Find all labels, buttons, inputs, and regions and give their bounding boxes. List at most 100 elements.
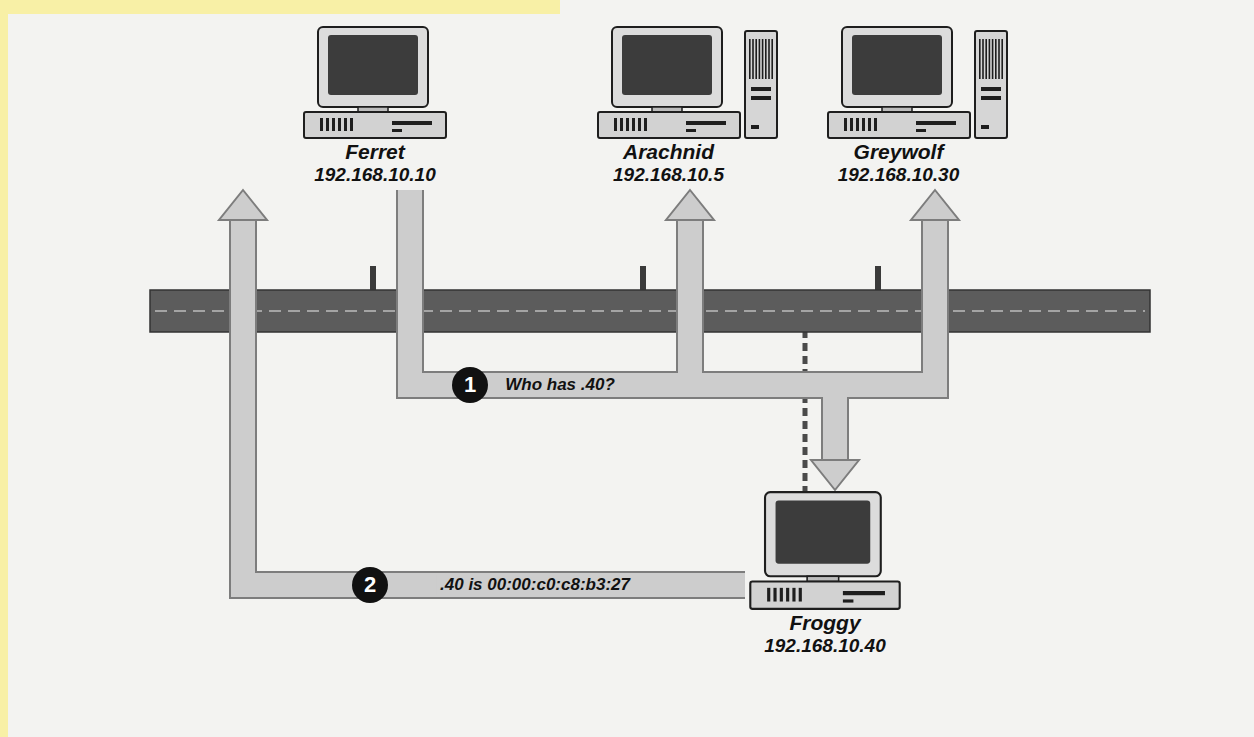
monitor-screen <box>328 35 418 95</box>
host-name: Froggy <box>745 611 905 635</box>
vent-slot <box>320 118 323 131</box>
callout-number: 1 <box>452 367 488 403</box>
monitor-screen <box>852 35 942 95</box>
arrow-outline <box>410 190 835 462</box>
tower-drive <box>981 87 1001 91</box>
power-button <box>392 129 402 132</box>
arrow-outline <box>243 218 745 585</box>
desktop-base <box>304 112 446 138</box>
vent-slot <box>350 118 353 131</box>
highlight-strip <box>0 0 560 14</box>
arrow-head <box>811 460 859 490</box>
ip-address: 192.168.10.5 <box>590 164 785 186</box>
tower-vent <box>979 39 981 79</box>
arrow-outlines <box>243 190 935 585</box>
tower-vent <box>749 39 751 79</box>
vent-slot <box>850 118 853 131</box>
drive-slot <box>392 121 432 125</box>
callout-number: 2 <box>352 567 388 603</box>
power-button <box>916 129 926 132</box>
broad-arrow <box>243 218 745 585</box>
highlight-strip <box>0 0 8 737</box>
broad-arrow <box>410 190 690 385</box>
tower-vent <box>995 39 997 79</box>
vent-slot <box>856 118 859 131</box>
vent-slot <box>767 588 770 602</box>
broad-arrow <box>410 190 935 385</box>
vent-slot <box>862 118 865 131</box>
ip-address: 192.168.10.40 <box>745 635 905 657</box>
network-bus <box>150 290 1150 332</box>
arrow-head <box>666 190 714 220</box>
desktop-base <box>598 112 740 138</box>
tower-drive <box>751 96 771 100</box>
arrow-label: Who has .40? <box>501 375 619 395</box>
vent-slot <box>638 118 641 131</box>
host-name: Ferret <box>225 140 455 164</box>
bus-dash <box>155 310 1145 312</box>
arrow-head <box>219 190 267 220</box>
tower-vent <box>759 39 761 79</box>
arrow-head <box>911 190 959 220</box>
vent-slot <box>338 118 341 131</box>
tower-vent <box>752 39 754 79</box>
vent-slot <box>868 118 871 131</box>
vent-slot <box>332 118 335 131</box>
vent-slot <box>786 588 789 602</box>
host-computer: Froggy192.168.10.40 <box>745 490 905 661</box>
network-drop <box>803 330 808 492</box>
vent-slot <box>799 588 802 602</box>
drive-slot <box>843 591 885 595</box>
vent-slot <box>844 118 847 131</box>
tower-vent <box>765 39 767 79</box>
host-computer: Greywolf192.168.10.30 <box>820 25 1015 190</box>
tower-vent <box>768 39 770 79</box>
monitor-case <box>318 27 428 107</box>
arrow-fills <box>219 190 959 585</box>
tower-button <box>981 125 989 129</box>
vent-slot <box>326 118 329 131</box>
power-button <box>843 599 854 602</box>
drive-slot <box>686 121 726 125</box>
vent-slot <box>614 118 617 131</box>
power-button <box>686 129 696 132</box>
tower-vent <box>771 39 773 79</box>
host-computer: Arachnid192.168.10.5 <box>590 25 785 190</box>
computer-icon <box>594 25 780 140</box>
tower-drive <box>981 96 1001 100</box>
monitor-case <box>612 27 722 107</box>
tower-vent <box>985 39 987 79</box>
arrow-outline <box>410 190 935 385</box>
monitor-screen <box>776 501 871 564</box>
tower-case <box>975 31 1007 138</box>
monitor-screen <box>622 35 712 95</box>
network-tap <box>875 266 881 290</box>
tower-vent <box>755 39 757 79</box>
vent-slot <box>792 588 795 602</box>
tower-drive <box>751 87 771 91</box>
tower-vent <box>762 39 764 79</box>
vent-slot <box>874 118 877 131</box>
vent-slot <box>632 118 635 131</box>
vent-slot <box>620 118 623 131</box>
desktop-base <box>828 112 970 138</box>
vent-slot <box>626 118 629 131</box>
arrow-label: .40 is 00:00:c0:c8:b3:27 <box>436 575 634 595</box>
computer-icon <box>824 25 1010 140</box>
ip-address: 192.168.10.10 <box>225 164 455 186</box>
computer-icon <box>746 490 904 611</box>
tower-vent <box>998 39 1000 79</box>
broad-arrow <box>410 190 835 462</box>
vent-slot <box>344 118 347 131</box>
drive-slot <box>916 121 956 125</box>
network-tap <box>370 266 376 290</box>
tower-vent <box>1001 39 1003 79</box>
desktop-base <box>750 582 899 609</box>
vent-slot <box>773 588 776 602</box>
tower-vent <box>992 39 994 79</box>
tower-vent <box>982 39 984 79</box>
host-name: Greywolf <box>820 140 1015 164</box>
